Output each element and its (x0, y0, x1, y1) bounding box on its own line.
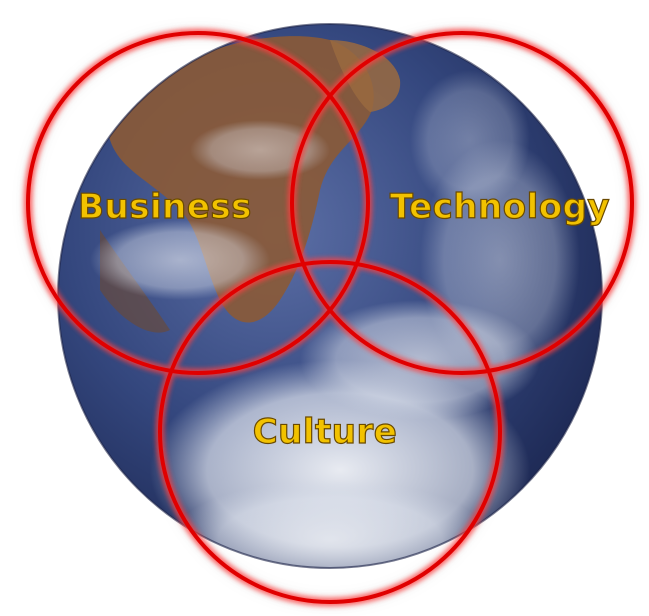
label-business: Business (78, 187, 252, 227)
label-technology: Technology (390, 187, 610, 227)
label-culture: Culture (253, 412, 398, 452)
earth-globe (57, 23, 603, 569)
venn-labels: Business Technology Culture (78, 186, 611, 452)
venn-rings (23, 28, 637, 607)
